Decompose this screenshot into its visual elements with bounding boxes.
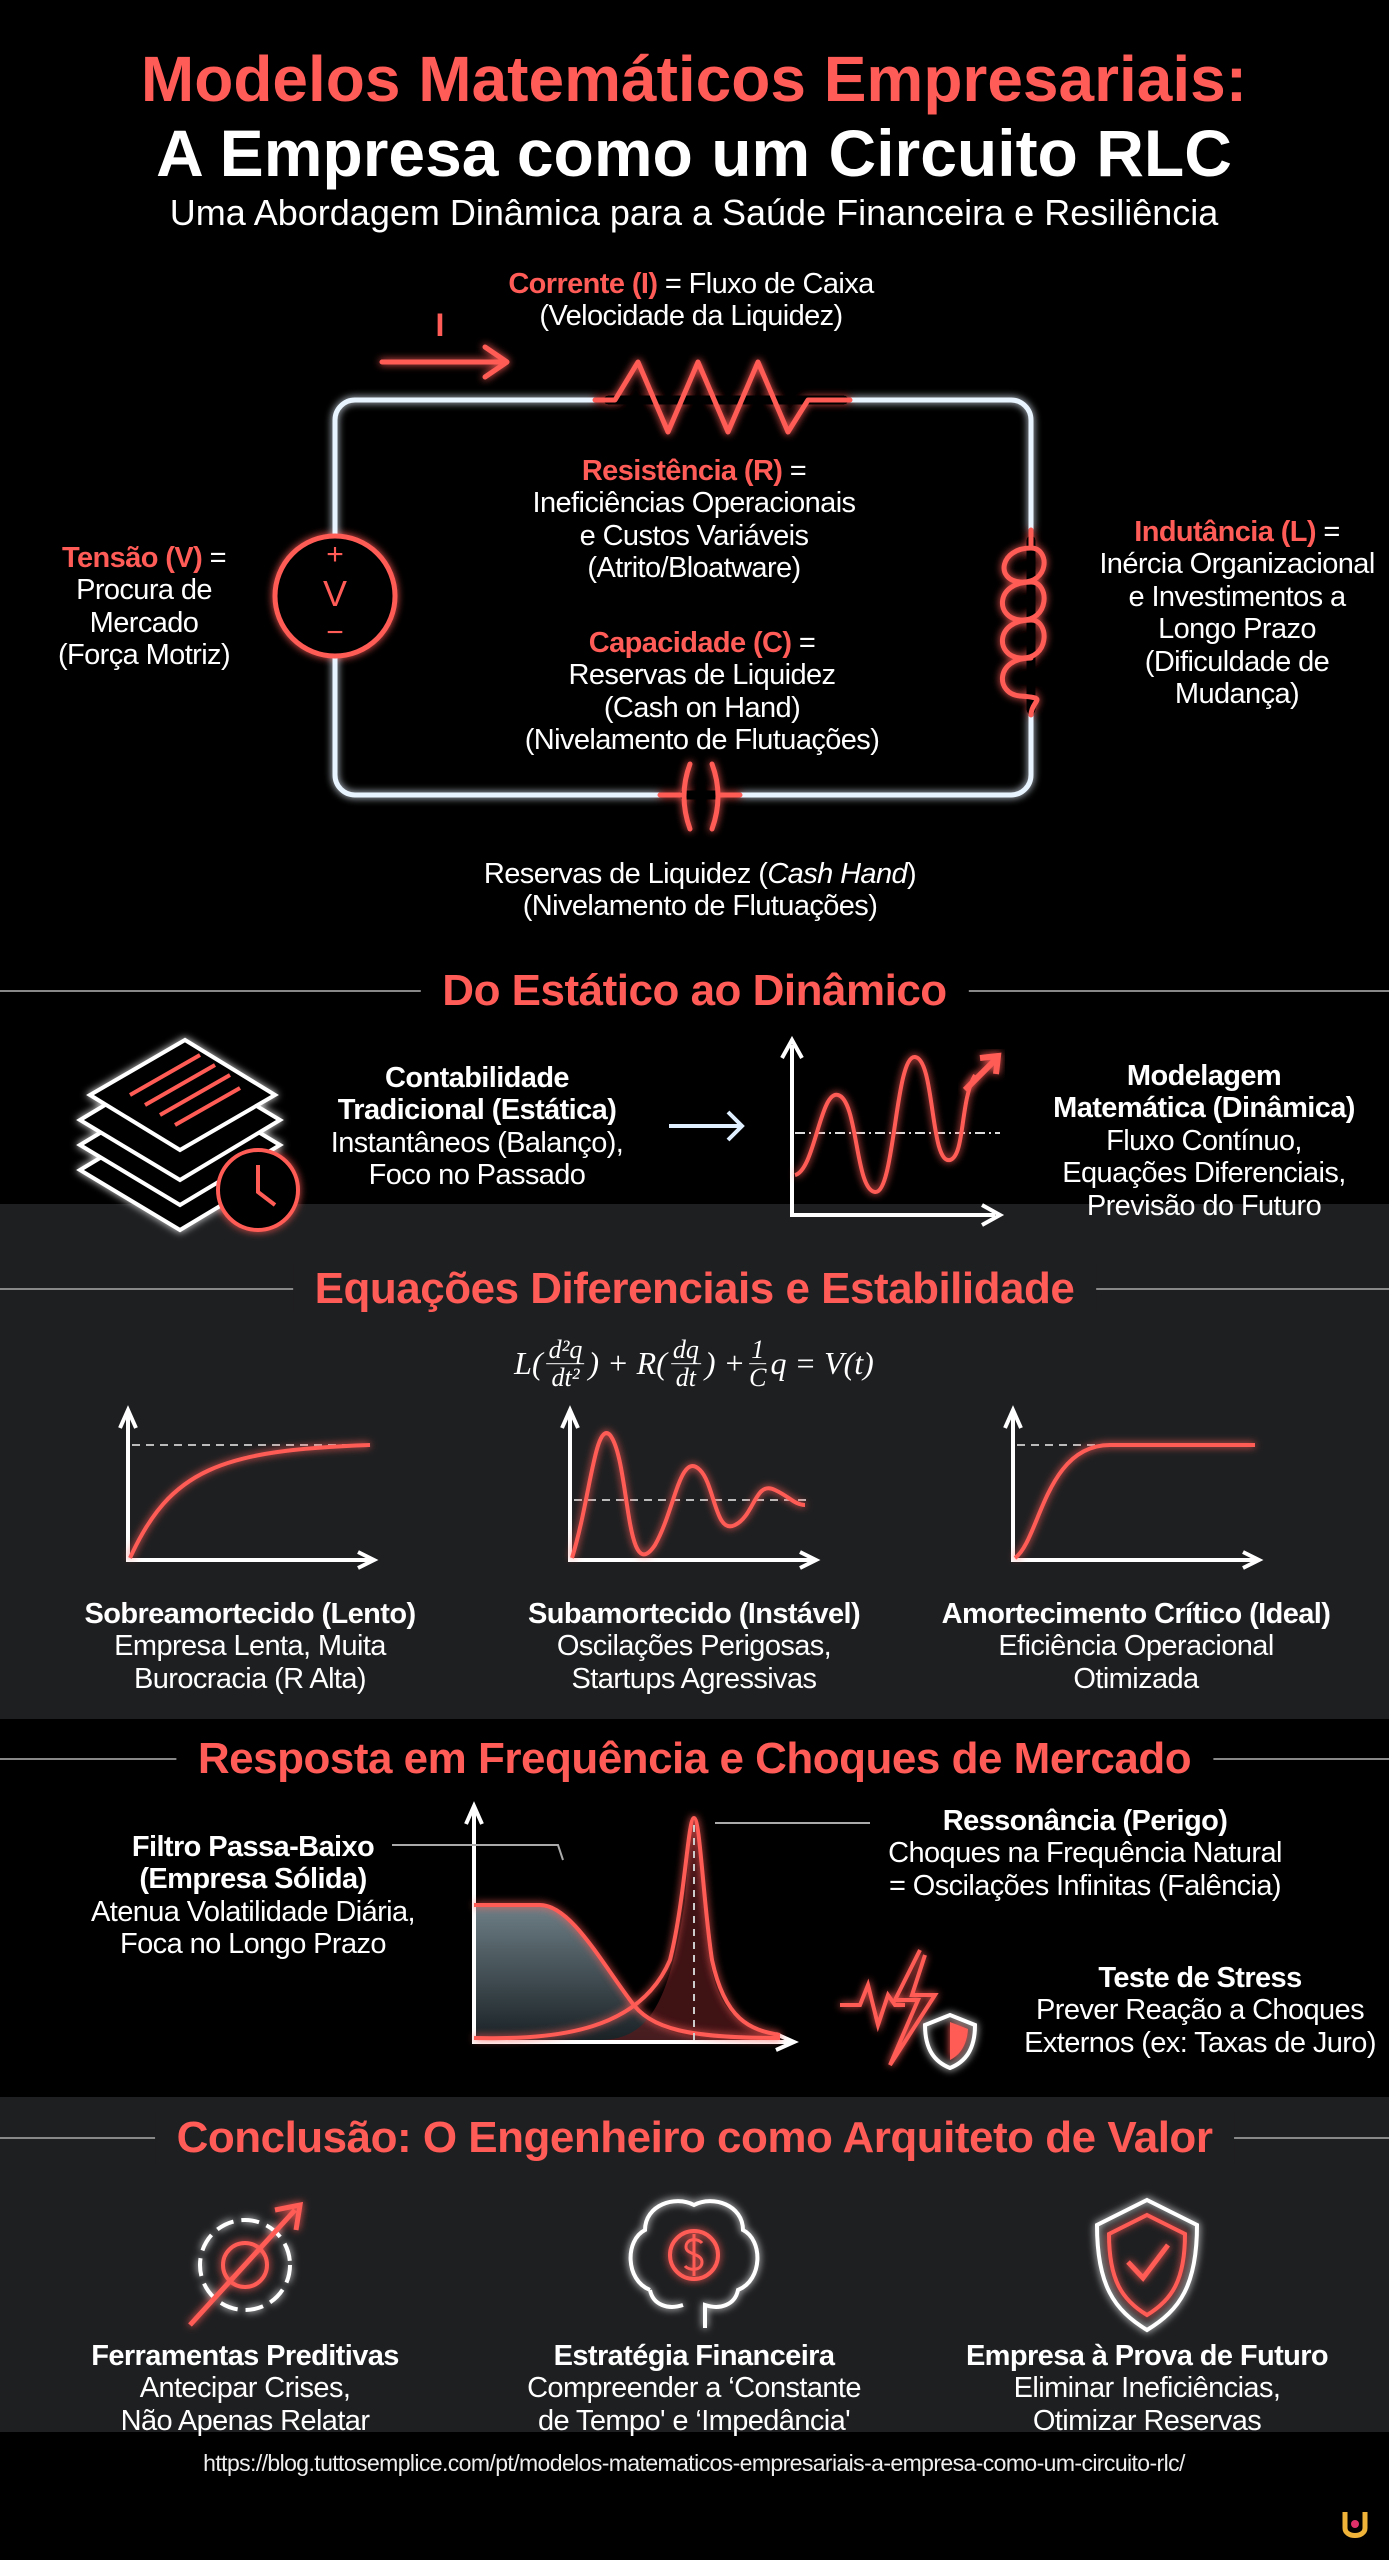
capacitor-symbol — [657, 761, 743, 832]
resistance-label: Resistência (R) =Ineficiências Operacion… — [532, 455, 857, 585]
tuttosemplice-logo — [1342, 2512, 1368, 2538]
stacked-documents-clock-icon — [76, 1037, 300, 1233]
capacitor-bottom-label: Reservas de Liquidez (Cash Hand)(Nivelam… — [483, 858, 917, 923]
lightning-shield-icon — [840, 1949, 978, 2071]
critical-curve — [1013, 1443, 1255, 1560]
voltage-minus: − — [326, 616, 344, 649]
section-title-equations: Equações Diferenciais e Estabilidade — [292, 1264, 1097, 1314]
current-arrow-label: I — [435, 307, 445, 343]
source-url-link[interactable]: https://blog.tuttosemplice.com/pt/modelo… — [203, 2450, 1185, 2476]
overdamped-caption: Sobreamortecido (Lento)Empresa Lenta, Mu… — [84, 1598, 417, 1695]
voltage-plus: + — [326, 538, 344, 571]
resonance-text: Ressonância (Perigo)Choques na Frequênci… — [888, 1805, 1282, 1902]
page-title-line2: A Empresa como um Circuito RLC — [156, 116, 1232, 190]
voltage-symbol: V — [322, 573, 348, 614]
circuit — [272, 344, 1047, 832]
overdamped-chart — [118, 1405, 379, 1570]
lowpass-leader — [392, 1844, 564, 1861]
section-title-frequency: Resposta em Frequência e Choques de Merc… — [175, 1734, 1214, 1784]
section-title-conclusion: Conclusão: O Engenheiro como Arquiteto d… — [154, 2113, 1235, 2163]
underdamped-chart — [560, 1405, 821, 1570]
lowpass-filter-text: Filtro Passa-Baixo(Empresa Sólida)Atenua… — [91, 1831, 416, 1961]
page-subtitle: Uma Abordagem Dinâmica para a Saúde Fina… — [169, 192, 1219, 233]
resonance-curve — [473, 1815, 781, 2041]
page-title-line1: Modelos Matemáticos Empresariais: — [140, 43, 1248, 115]
resistor-symbol — [592, 359, 853, 435]
critical-damping-caption: Amortecimento Crítico (Ideal)Eficiência … — [941, 1598, 1331, 1695]
frequency-response-chart — [392, 1801, 870, 2052]
lowpass-curve — [474, 1903, 781, 2040]
current-label: Corrente (I) = Fluxo de Caixa(Velocidade… — [508, 268, 874, 333]
current-arrow-icon — [379, 344, 510, 380]
shield-check-icon — [1094, 2197, 1200, 2333]
oscillating-graph-icon — [780, 1035, 1005, 1227]
voltage-source-symbol — [272, 533, 398, 659]
inductor-symbol — [1000, 527, 1047, 718]
underdamped-curve — [570, 1431, 806, 1559]
critical-damping-chart — [1003, 1405, 1264, 1570]
gear-arrow-icon — [188, 2201, 304, 2327]
capacitance-label: Capacidade (C) =Reservas de Liquidez(Cas… — [524, 627, 880, 757]
underdamped-caption: Subamortecido (Instável)Oscilações Perig… — [527, 1598, 861, 1695]
damping-charts — [118, 1405, 1264, 1570]
transition-arrow-icon — [669, 1110, 745, 1142]
section-title-static-dynamic: Do Estático ao Dinâmico — [420, 966, 969, 1016]
overdamped-curve — [128, 1443, 371, 1559]
brain-dollar-icon — [628, 2199, 760, 2328]
